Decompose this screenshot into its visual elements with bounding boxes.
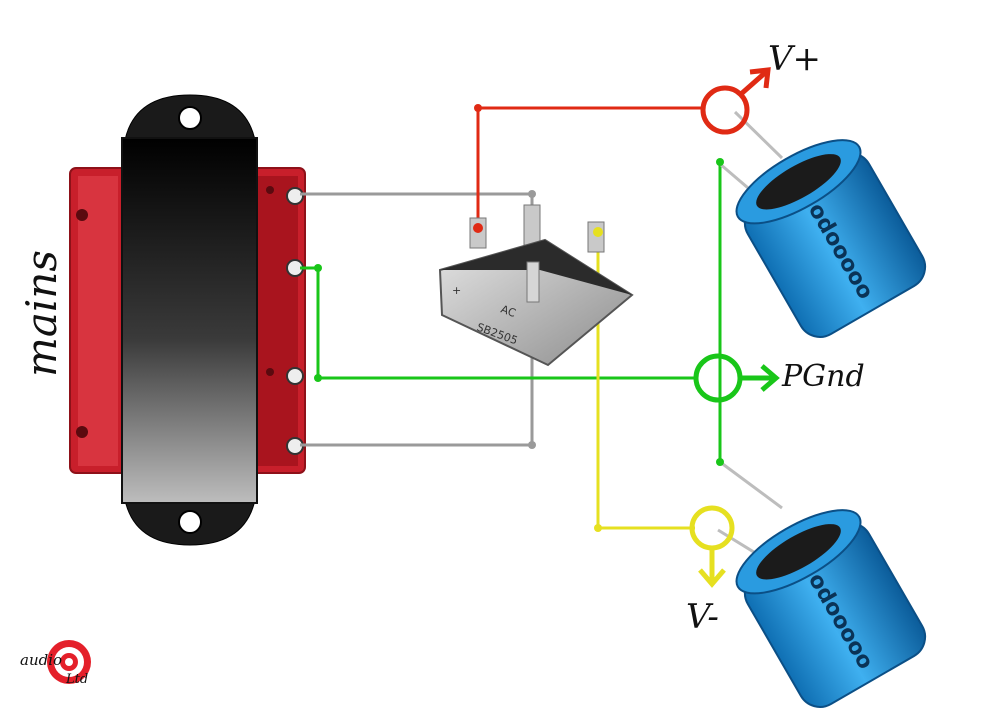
mount-hole (266, 368, 274, 376)
vplus-symbol (700, 67, 771, 135)
bridge-plus-mark: + (452, 284, 461, 297)
mains-label: mains (17, 250, 66, 377)
logo-subtext: Ltd (66, 672, 89, 687)
capacitor-top: odooooo (735, 139, 927, 338)
mount-hole (76, 209, 88, 221)
bridge-rectifier: + SB2505 AC (438, 204, 634, 367)
transformer-core (121, 137, 258, 504)
ac-wire-top (300, 192, 534, 215)
ground-wire (300, 266, 698, 380)
vplus-label: V+ (768, 39, 822, 79)
positive-wire (476, 106, 703, 228)
vminus-label: V- (686, 597, 719, 637)
wire-junctions (314, 104, 724, 532)
terminal-3 (286, 367, 304, 385)
cap-top-lead-plus (733, 110, 784, 160)
bridge-ac-mark: AC (499, 303, 518, 320)
transformer (69, 94, 306, 546)
vminus-symbol (689, 505, 735, 588)
mount-hole (76, 426, 88, 438)
logo-text: audio (20, 651, 63, 669)
pgnd-symbol (693, 353, 780, 403)
pgnd-label: PGnd (782, 359, 865, 394)
audio-logo (47, 640, 91, 684)
capacitor-bottom: odooooo (735, 509, 927, 708)
negative-wire (596, 232, 695, 530)
mount-hole (266, 186, 274, 194)
cap-bottom-lead-plus (719, 460, 783, 510)
bottom-mount-hole (178, 510, 202, 534)
terminal-1 (286, 187, 304, 205)
top-mount-hole (178, 106, 202, 130)
